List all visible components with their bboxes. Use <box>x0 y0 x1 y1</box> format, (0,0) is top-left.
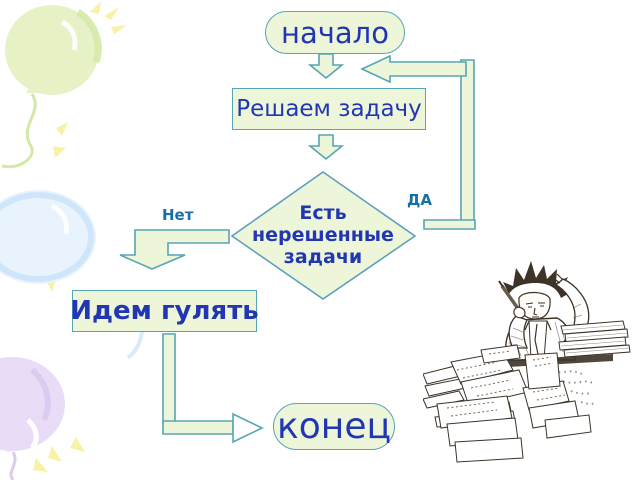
flowchart-decision-label: Есть нерешенные задачи <box>243 182 403 290</box>
arrow-no-bent-down <box>120 230 229 269</box>
walk-down-bar <box>163 334 175 424</box>
end-arrow-head <box>233 414 262 442</box>
flowchart-walk-node: Идем гулять <box>72 290 257 332</box>
branch-label-no: Нет <box>162 206 193 224</box>
loop-bottom-bar <box>424 220 475 229</box>
arrow-start-to-process <box>310 54 342 78</box>
arrow-process-to-decision <box>310 135 342 159</box>
loop-vertical-bar <box>461 60 474 228</box>
book-stack-right <box>559 321 630 357</box>
flowchart-end-node: конец <box>273 403 395 450</box>
boy-doing-homework-illustration <box>423 258 638 478</box>
loop-arrow-left <box>362 56 466 82</box>
flowchart-start-node: начало <box>265 11 405 54</box>
flowchart-process-node: Решаем задачу <box>232 88 426 130</box>
branch-label-yes: ДА <box>407 191 432 209</box>
end-arrow-shaft <box>163 421 233 434</box>
